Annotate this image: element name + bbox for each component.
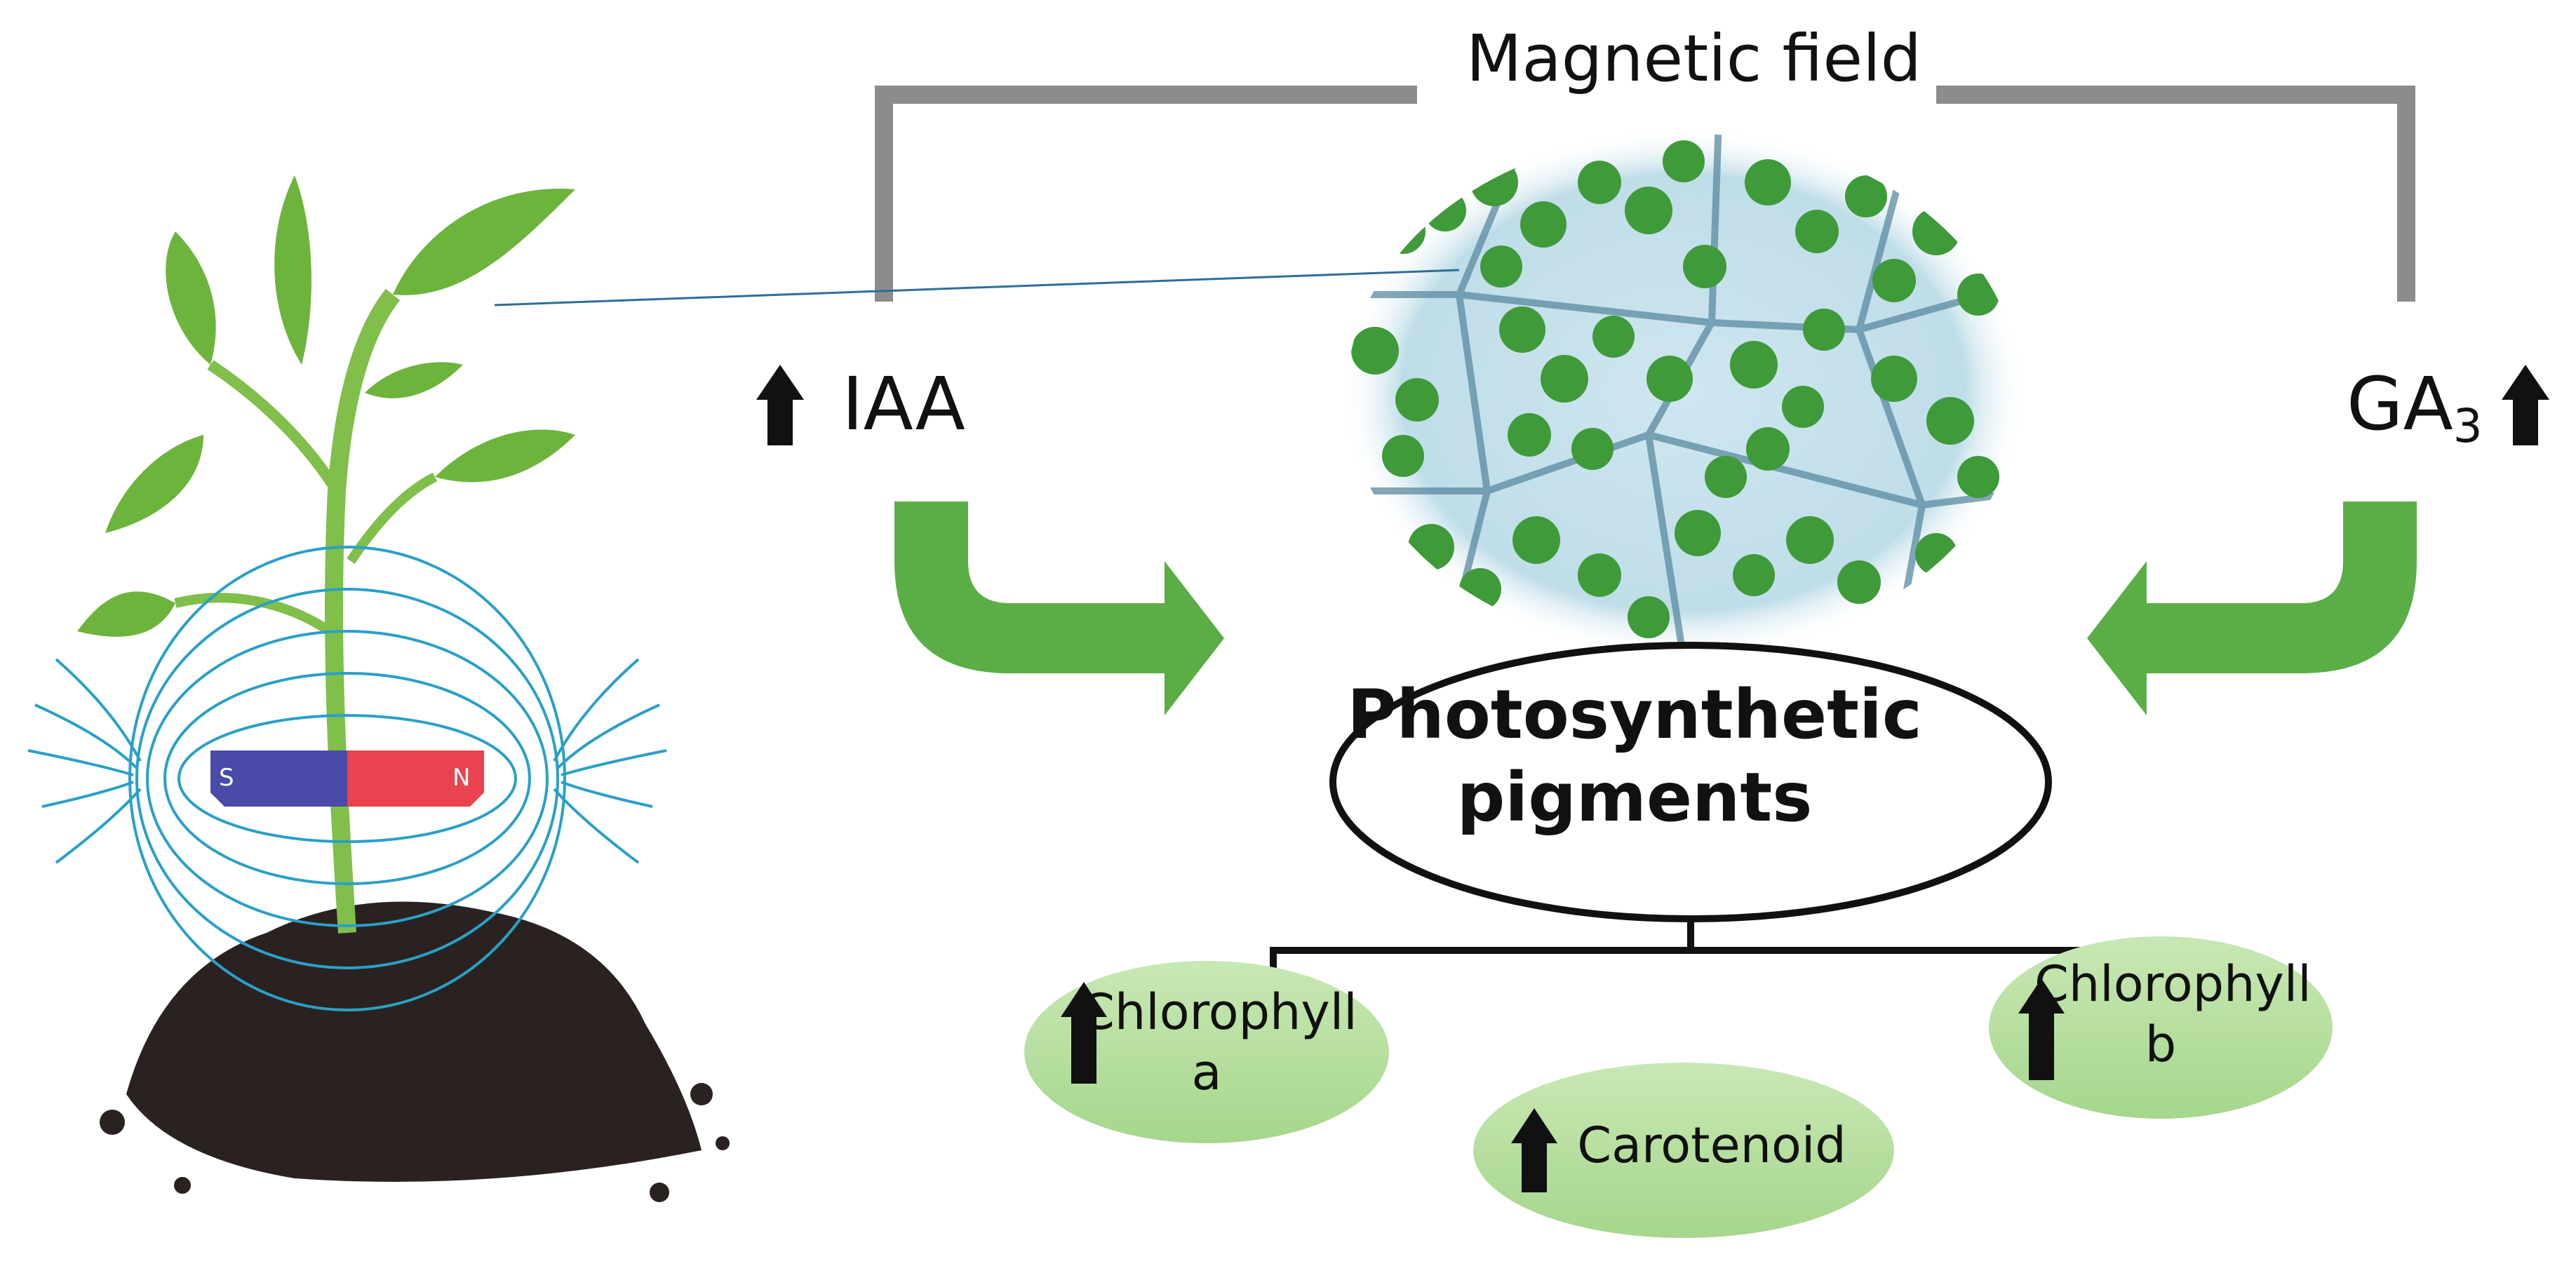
chlorophyll-b-line2: b [2145,1016,2177,1073]
chlorophyll-b-line1: Chlorophyll [2034,955,2312,1013]
chlorophyll-a-label: Chlorophyll a [1080,982,1357,1103]
iaa-label: IAA [842,361,965,447]
left-curved-arrow-icon [894,501,1224,715]
magnet-south-label: S [219,764,234,792]
carotenoid-ellipse [1473,1063,1894,1238]
photosynthetic-pigments-line1: Photosynthetic [1347,675,1922,754]
magnetic-field-lines [27,546,667,1011]
plant-icon [77,175,575,934]
pigments-bracket [1270,919,2105,978]
chlorophyll-b-up-arrow-icon [2018,978,2065,1080]
photosynthetic-pigments-label: Photosynthetic pigments [1319,673,1950,839]
soil-icon [100,901,730,1202]
carotenoid-label: Carotenoid [1564,1115,1859,1176]
magnetic-field-bracket [875,86,2415,302]
cell-micrograph-icon [1340,126,2027,659]
photosynthetic-pigments-line2: pigments [1456,758,1813,837]
chlorophyll-a-line2: a [1191,1044,1222,1101]
chlorophyll-b-label: Chlorophyll b [2034,954,2312,1075]
ga3-label: GA3 [2347,361,2483,453]
carotenoid-line1: Carotenoid [1577,1117,1846,1174]
carotenoid-up-arrow-icon [1511,1108,1557,1192]
right-curved-arrow-icon [2087,501,2417,715]
ga3-up-arrow-icon [2502,365,2549,445]
chlorophyll-b-ellipse [1989,936,2333,1119]
iaa-up-arrow-icon [756,365,804,445]
ga3-subscript: 3 [2453,399,2483,453]
chlorophyll-a-up-arrow-icon [1061,982,1107,1084]
magnet-north-label: N [452,764,470,792]
chlorophyll-a-line1: Chlorophyll [1080,983,1357,1041]
chlorophyll-a-ellipse [1024,961,1389,1143]
zoom-line [494,269,1460,307]
ga3-base: GA [2347,361,2453,447]
magnetic-field-title: Magnetic field [1466,21,1922,96]
bar-magnet-icon: S N [210,750,484,807]
